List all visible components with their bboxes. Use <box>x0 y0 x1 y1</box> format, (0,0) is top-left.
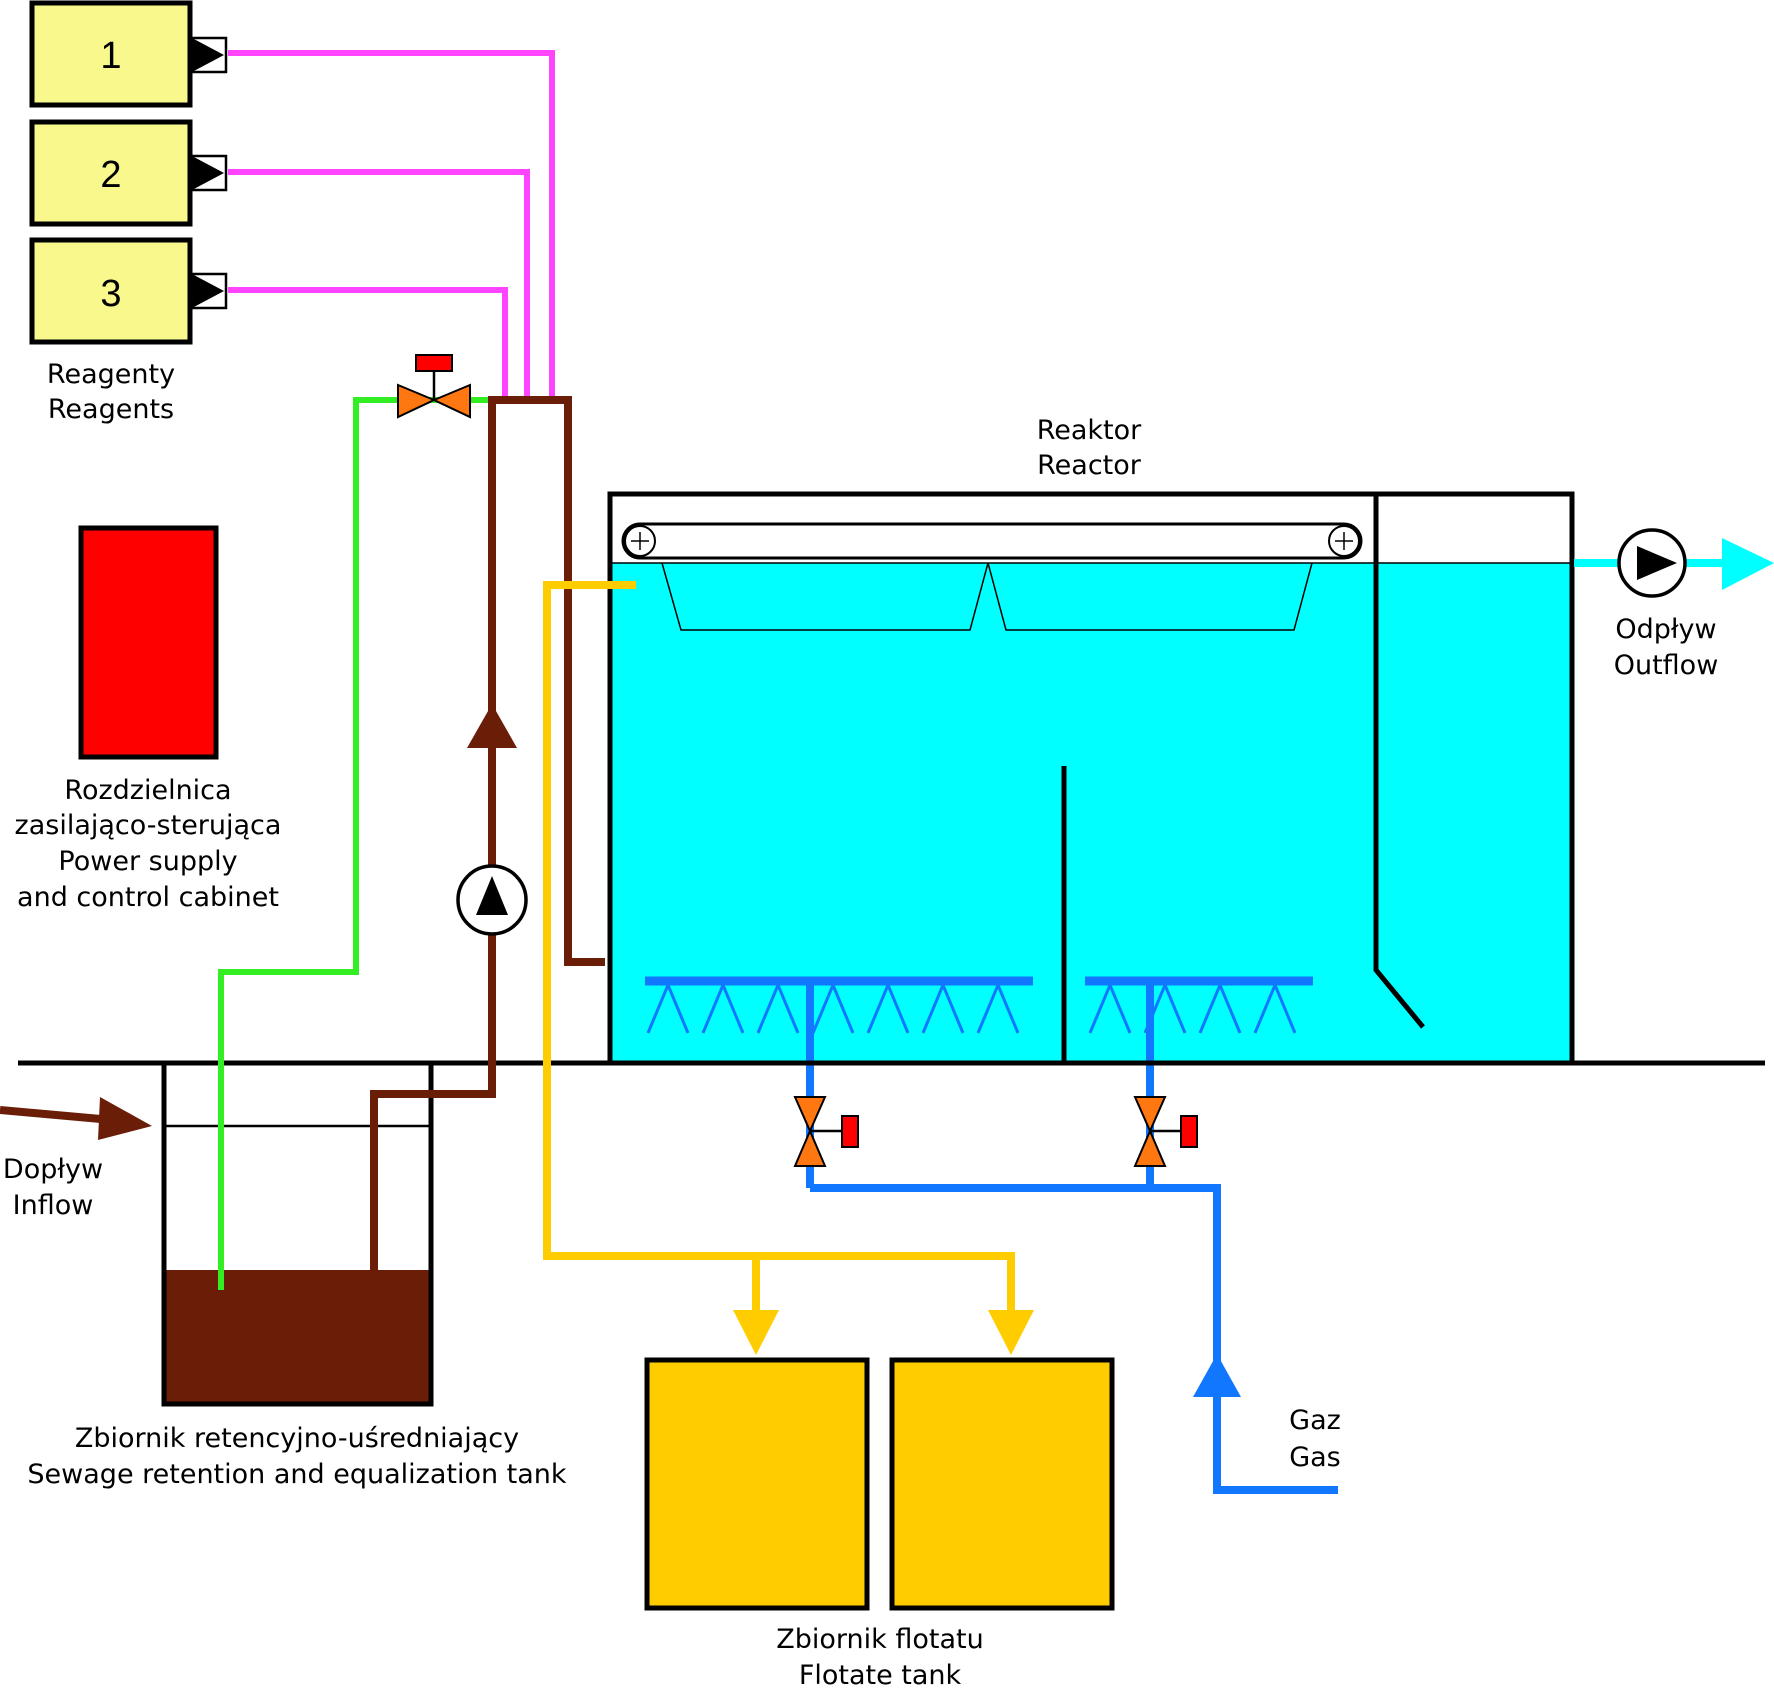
flotate-tank-label-en: Flotate tank <box>799 1660 962 1690</box>
retention-tank-walls <box>161 1063 434 1407</box>
retention-tank-sewage <box>164 1270 431 1404</box>
flotate-tank-label-pl: Zbiornik flotatu <box>776 1624 983 1655</box>
reagent-box-3: 3 <box>29 237 228 345</box>
retention-tank-label-en: Sewage retention and equalization tank <box>27 1459 566 1490</box>
sewage-lines <box>370 396 605 1270</box>
water-valve <box>397 354 471 419</box>
scraper-belt <box>621 522 1363 560</box>
inflow-label-en: Inflow <box>13 1190 94 1221</box>
gas-valve-left <box>793 1096 859 1167</box>
inflow-label-pl: Dopływ <box>3 1154 103 1185</box>
reactor-water <box>610 563 1572 1063</box>
outflow-label-en: Outflow <box>1614 650 1719 681</box>
flotate-arrow-left <box>733 1310 779 1355</box>
outflow-arrow <box>1722 538 1774 590</box>
outflow <box>1574 528 1774 598</box>
aerator-left <box>645 976 1033 1034</box>
reagent-box-1: 1 <box>29 0 228 108</box>
reagents-label-pl: Reagenty <box>47 359 175 390</box>
gas-flow-arrow <box>1193 1354 1241 1397</box>
reagent-box-1-number: 1 <box>100 35 121 77</box>
outflow-label-pl: Odpływ <box>1615 614 1716 645</box>
reactor-label-en: Reactor <box>1037 450 1142 481</box>
retention-tank <box>161 1063 434 1407</box>
flotate-line <box>543 581 1015 1318</box>
reagent-lines <box>228 50 555 400</box>
gas-valve-right <box>1133 1096 1198 1167</box>
reactor-walls <box>607 491 1575 1063</box>
cabinet-label-line4: and control cabinet <box>17 882 279 913</box>
gas-label-en: Gas <box>1289 1442 1341 1473</box>
flotate-arrow-right <box>988 1310 1034 1355</box>
flotate-tank-left <box>644 1357 870 1611</box>
retention-tank-label-pl: Zbiornik retencyjno-uśredniający <box>75 1423 519 1454</box>
cabinet-label-line2: zasilająco-sterująca <box>15 810 282 841</box>
aerator-right <box>1085 976 1313 1034</box>
inflow-arrow <box>0 1097 152 1140</box>
water-line <box>218 397 488 1290</box>
control-cabinet <box>78 525 219 760</box>
scraper-blade-right <box>987 562 1313 631</box>
scraper-pulley-left <box>624 525 656 557</box>
sewage-flow-arrow <box>467 704 517 748</box>
feed-pump <box>456 864 528 936</box>
scraper-blade-left <box>661 562 989 631</box>
cabinet-label-line3: Power supply <box>58 846 237 877</box>
cabinet-label-line1: Rozdzielnica <box>64 775 231 806</box>
reagent-box-3-number: 3 <box>100 273 121 315</box>
gas-label-pl: Gaz <box>1289 1405 1341 1436</box>
reactor-right-baffle <box>1373 494 1425 1029</box>
flotate-tank-right <box>889 1357 1115 1611</box>
reagent-box-2: 2 <box>29 119 228 227</box>
reagents-label-en: Reagents <box>48 394 174 425</box>
reagent-box-2-number: 2 <box>100 154 121 196</box>
reactor-label-pl: Reaktor <box>1037 415 1142 446</box>
scraper-pulley-right <box>1328 525 1360 557</box>
outflow-pump <box>1617 528 1687 598</box>
